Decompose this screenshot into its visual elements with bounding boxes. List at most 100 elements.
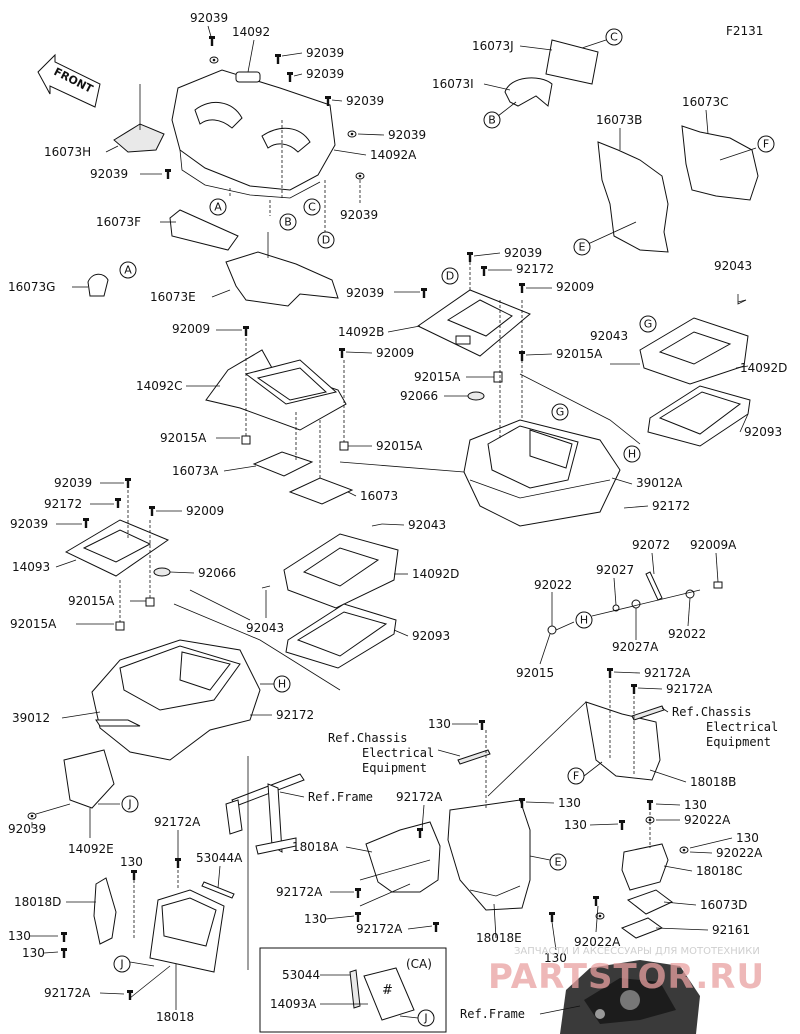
- guard-18018: [149, 889, 225, 973]
- callout-a-2: A: [119, 261, 137, 279]
- label-92172-a: 92172: [516, 262, 554, 276]
- label-130-h: 130: [120, 855, 143, 869]
- guard-18018e: [447, 799, 531, 911]
- callout-j-1: J: [121, 795, 139, 813]
- label-92066-b: 92066: [198, 566, 236, 580]
- label-92015: 92015: [516, 666, 554, 680]
- svg-text:D: D: [446, 270, 454, 283]
- label-16073f: 16073F: [96, 215, 141, 229]
- frame-photo: [560, 960, 700, 1034]
- label-92015a-d: 92015A: [376, 439, 423, 453]
- pad-16073j: [545, 39, 599, 85]
- callout-d-1: D: [317, 231, 335, 249]
- cap-92066-b: [153, 567, 171, 577]
- svg-text:C: C: [610, 31, 618, 44]
- label-53044: 53044: [282, 968, 320, 982]
- ref-chassis-1: Ref.Chassis: [328, 731, 407, 745]
- label-130-a: 130: [428, 717, 451, 731]
- label-92015a-f: 92015A: [10, 617, 57, 631]
- callout-e-2: E: [549, 853, 567, 871]
- label-92172a-e: 92172A: [356, 922, 403, 936]
- label-92022-a: 92022: [534, 578, 572, 592]
- label-14092d-a: 14092D: [740, 361, 787, 375]
- svg-text:J: J: [119, 958, 123, 971]
- pad-16073c: [681, 125, 759, 201]
- callout-j-3: J: [417, 1009, 435, 1027]
- svg-text:G: G: [644, 318, 653, 331]
- label-92009-a: 92009: [556, 280, 594, 294]
- callout-e-1: E: [573, 238, 591, 256]
- pad-16073h: [113, 123, 165, 153]
- label-92072: 92072: [632, 538, 670, 552]
- label-16073a: 16073A: [172, 464, 219, 478]
- label-92172a-b: 92172A: [666, 682, 713, 696]
- label-14092c: 14092C: [136, 379, 183, 393]
- label-130-e: 130: [564, 818, 587, 832]
- label-14092a: 14092A: [370, 148, 417, 162]
- label-130-c: 130: [304, 912, 327, 926]
- label-18018d: 18018D: [14, 895, 61, 909]
- label-92172a-g: 92172A: [44, 986, 91, 1000]
- callout-j-2: J: [113, 955, 131, 973]
- callout-f-1: F: [757, 135, 775, 153]
- svg-text:H: H: [628, 448, 636, 461]
- label-130-g: 130: [544, 951, 567, 965]
- callout-d-2: D: [441, 267, 459, 285]
- guard-18018c: [621, 843, 669, 891]
- strap-ref-chassis-b: [457, 749, 491, 765]
- label-16073d: 16073D: [700, 898, 747, 912]
- label-92009a: 92009A: [690, 538, 737, 552]
- label-92027: 92027: [596, 563, 634, 577]
- pad-16073g: [87, 273, 109, 297]
- ref-equipment-1: Equipment: [362, 761, 427, 775]
- label-14092: 14092: [232, 25, 270, 39]
- label-18018c: 18018C: [696, 864, 743, 878]
- label-92039-a: 92039: [190, 11, 228, 25]
- svg-text:E: E: [579, 241, 586, 254]
- label-92043-c: 92043: [408, 518, 446, 532]
- label-92027a: 92027A: [612, 640, 659, 654]
- label-39012a: 39012A: [636, 476, 683, 490]
- label-16073c: 16073C: [682, 95, 729, 109]
- frame-reference: [225, 773, 305, 855]
- pad-16073a: [252, 451, 314, 477]
- front-arrow: FRONT: [37, 53, 101, 108]
- svg-text:H: H: [278, 678, 286, 691]
- label-92015a-a: 92015A: [556, 347, 603, 361]
- pad-16073f: [169, 209, 239, 251]
- label-18018e: 18018E: [476, 931, 522, 945]
- guard-18018d: [93, 877, 117, 945]
- label-92172a-a: 92172A: [644, 666, 691, 680]
- label-92009-d: 92009: [186, 504, 224, 518]
- callout-g-1: G: [639, 315, 657, 333]
- label-92039-i: 92039: [346, 286, 384, 300]
- label-14092e: 14092E: [68, 842, 114, 856]
- watermark-caption: ЗАПЧАСТИ И АКСЕССУАРЫ ДЛЯ МОТОТЕХНИКИ: [514, 946, 760, 957]
- label-14093: 14093: [12, 560, 50, 574]
- label-92015a-e: 92015A: [68, 594, 115, 608]
- seal-92093-b: [285, 603, 397, 669]
- label-92039-e: 92039: [388, 128, 426, 142]
- svg-text:A: A: [124, 264, 132, 277]
- ref-electrical-1: Electrical: [362, 746, 434, 760]
- label-16073g: 16073G: [8, 280, 55, 294]
- label-130-f: 130: [736, 831, 759, 845]
- label-92039-k: 92039: [10, 517, 48, 531]
- callout-h-3: H: [575, 611, 593, 629]
- callout-b-1: B: [279, 213, 297, 231]
- label-16073: 16073: [360, 489, 398, 503]
- lid-14092d-b: [283, 533, 399, 609]
- label-92172-b: 92172: [652, 499, 690, 513]
- bracket-53044a: [201, 881, 235, 899]
- svg-text:H: H: [580, 614, 588, 627]
- hardware-stack: [547, 571, 723, 635]
- label-92015a-b: 92015A: [414, 370, 461, 384]
- label-92039-h: 92039: [504, 246, 542, 260]
- pad-16073: [288, 477, 354, 505]
- cap-92066-a: [467, 391, 485, 401]
- callout-a-1: A: [209, 198, 227, 216]
- label-92022-b: 92022: [668, 627, 706, 641]
- pad-16073i: [504, 77, 553, 107]
- label-92039-g: 92039: [340, 208, 378, 222]
